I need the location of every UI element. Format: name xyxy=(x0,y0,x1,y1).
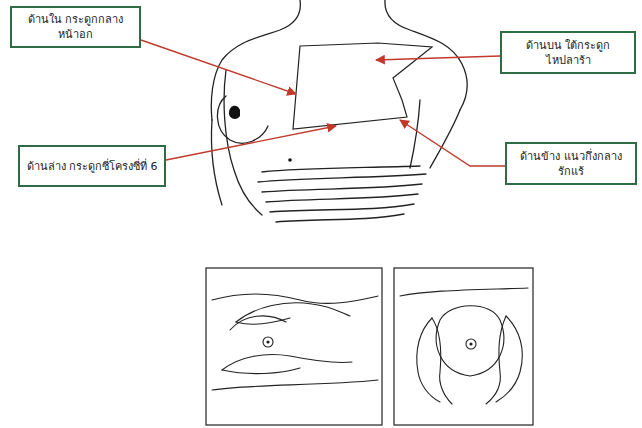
callout-text: ด้านล่าง กระดูกซี่โครงซี่ที่ 6 xyxy=(27,159,158,174)
nipple xyxy=(229,106,240,119)
callout-box: ด้านใน กระดูกกลางหน้าอก xyxy=(10,6,141,48)
shoulder-line xyxy=(400,288,528,296)
nipple xyxy=(266,340,269,343)
nipple xyxy=(263,337,273,347)
callout-box: ด้านล่าง กระดูกซี่โครงซี่ที่ 6 xyxy=(18,145,166,187)
lower-hand xyxy=(222,355,352,370)
callout-box: ด้านข้าง แนวกึ่งกลางรักแร้ xyxy=(505,142,637,185)
left-hand xyxy=(432,318,452,404)
leader-line xyxy=(166,126,336,160)
left-hand xyxy=(417,318,440,402)
leader-line xyxy=(376,56,500,60)
leader-line xyxy=(141,40,296,94)
cloth-fold xyxy=(262,166,420,172)
right-flank xyxy=(410,100,420,168)
cloth-fold xyxy=(276,214,404,222)
navel xyxy=(288,158,292,162)
upper-hand xyxy=(236,318,290,324)
cloth-fold xyxy=(270,204,414,212)
upper-hand xyxy=(236,303,350,322)
left-breast xyxy=(217,96,268,143)
left-arm xyxy=(211,120,222,205)
breast-outline xyxy=(436,306,504,376)
right-hand xyxy=(486,316,506,404)
right-hand xyxy=(496,316,522,402)
massage-illustration xyxy=(212,294,378,390)
right-arm xyxy=(430,110,460,168)
cloth-fold xyxy=(262,184,422,192)
torso-outline xyxy=(211,0,467,222)
lower-hand xyxy=(222,368,300,374)
illustration-frame xyxy=(394,268,533,425)
callout-text: ด้านข้าง แนวกึ่งกลางรักแร้ xyxy=(513,149,629,179)
cloth-fold xyxy=(258,174,426,182)
callout-text: ด้านบน ใต้กระดูกไหปลาร้า xyxy=(508,38,628,68)
callout-box: ด้านบน ใต้กระดูกไหปลาร้า xyxy=(500,31,636,74)
nipple xyxy=(469,342,472,345)
illustration-frame xyxy=(206,268,382,425)
chest-area-pad xyxy=(293,43,432,129)
massage-illustration xyxy=(400,288,528,404)
callout-text: ด้านใน กระดูกกลางหน้าอก xyxy=(18,12,133,42)
nipple xyxy=(466,339,476,349)
leader-lines xyxy=(141,40,505,166)
arm xyxy=(212,294,378,303)
leader-line xyxy=(400,120,505,166)
cloth-fold xyxy=(266,194,418,202)
body-line xyxy=(212,380,378,390)
